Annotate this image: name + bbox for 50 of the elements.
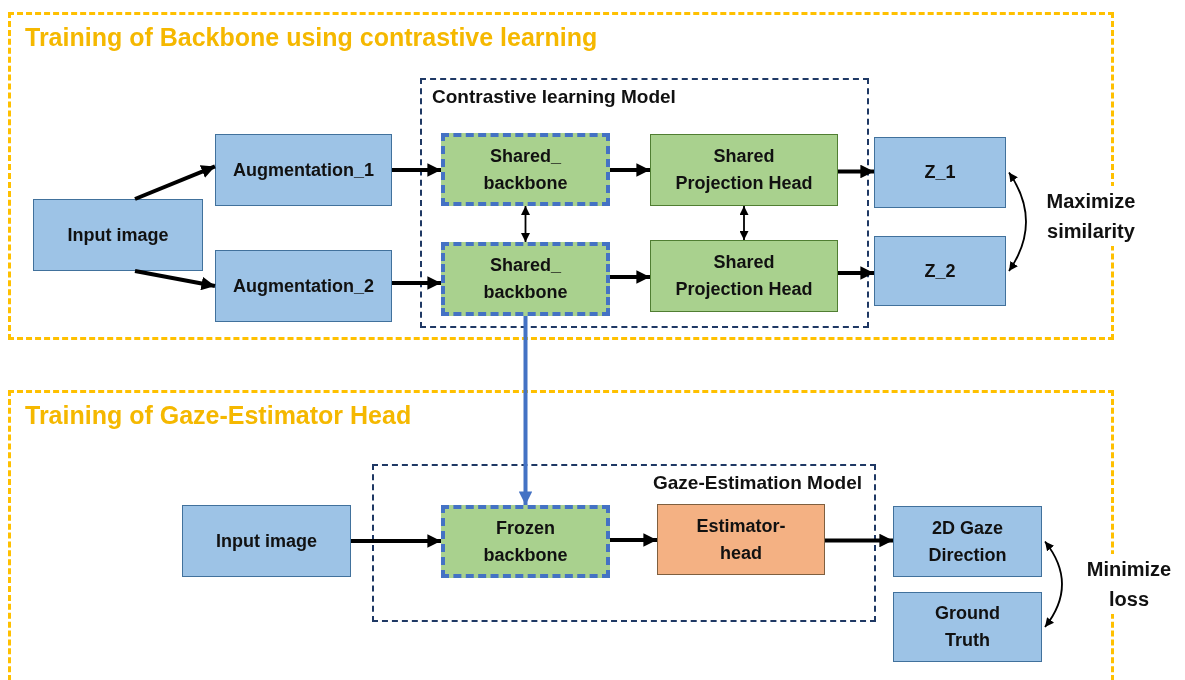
box-label: Estimator-head [695, 514, 787, 565]
arrow [1044, 540, 1063, 628]
box-label: Shared_ backbone [482, 144, 569, 195]
arrow [1008, 171, 1027, 272]
box-label: Frozen backbone [482, 516, 569, 567]
data-box [874, 236, 1006, 306]
data-box [215, 250, 392, 322]
arrow [392, 276, 441, 290]
backbone-box [441, 133, 610, 206]
model-title: Gaze-Estimation Model [652, 472, 862, 494]
box-label: 2D Gaze Direction [927, 516, 1008, 567]
box-label: Input image [67, 223, 169, 247]
arrow [838, 266, 874, 280]
model-title: Contrastive learning Model [432, 86, 676, 108]
box-label: Input image [216, 529, 317, 553]
backbone-box [441, 505, 610, 578]
module-box [650, 134, 838, 206]
box-label: Z_1 [924, 161, 956, 184]
box-label: Shared Projection Head [674, 145, 814, 195]
box-label: Shared Projection Head [674, 251, 814, 301]
stage-title: Training of Backbone using contrastive learning [25, 23, 598, 52]
arrow [134, 164, 216, 201]
arrow [521, 205, 530, 243]
model-frame [420, 78, 869, 328]
data-box [893, 506, 1042, 577]
arrow [739, 205, 749, 241]
box-label: Augmentation_1 [233, 158, 374, 182]
model-frame [372, 464, 876, 622]
backbone-box [441, 242, 610, 316]
arrow [392, 163, 441, 177]
arrow [518, 316, 533, 505]
box-label: Ground Truth [934, 602, 1001, 652]
arrow [610, 270, 650, 284]
arrow [610, 533, 657, 547]
box-label: Augmentation_2 [233, 274, 374, 298]
arrow [610, 163, 650, 177]
arrow [838, 164, 874, 179]
data-box [33, 199, 203, 271]
data-box [182, 505, 351, 577]
data-box [874, 137, 1006, 208]
arrow [134, 269, 216, 291]
stage-title: Training of Gaze-Estimator Head [25, 401, 412, 430]
arrow [825, 533, 893, 548]
module-box [657, 504, 825, 575]
module-box [650, 240, 838, 312]
data-box [215, 134, 392, 206]
box-label: Z_2 [924, 259, 956, 283]
data-box [893, 592, 1042, 662]
box-label: Shared_ backbone [482, 254, 569, 304]
arrow [351, 534, 441, 548]
